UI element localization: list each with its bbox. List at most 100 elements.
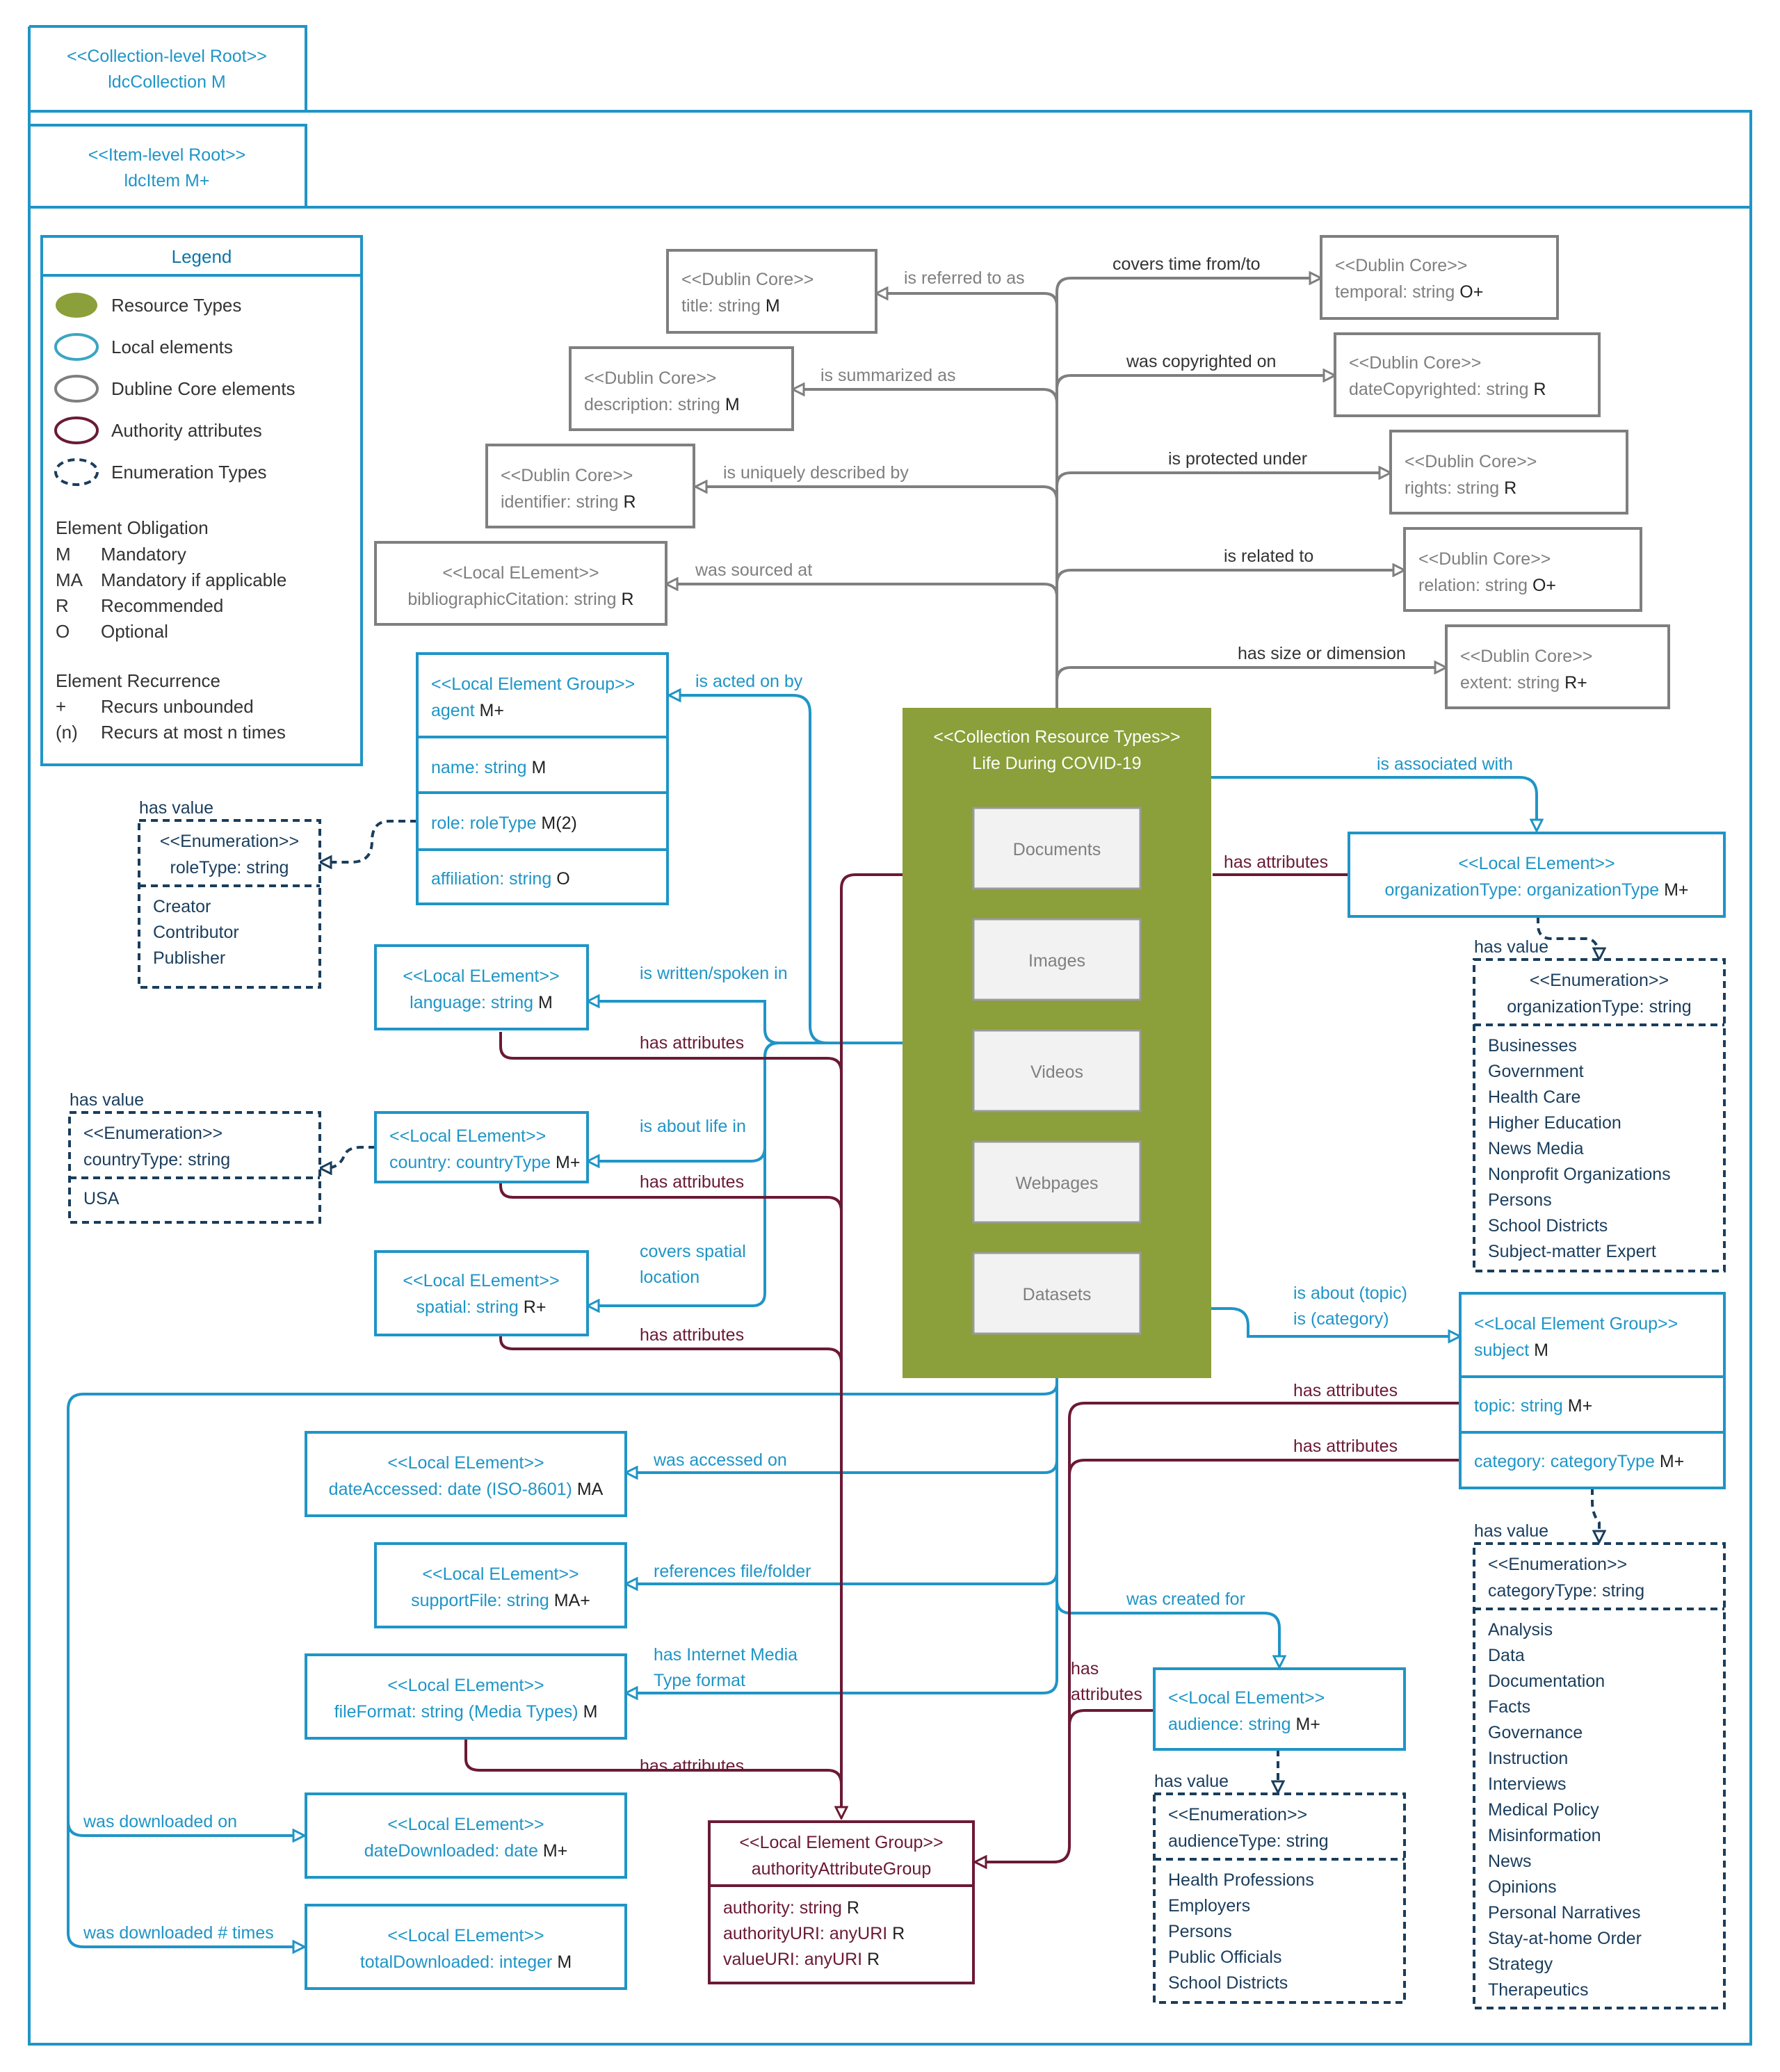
dc-ob: R	[622, 590, 634, 609]
resource-type-label: Datasets	[1023, 1285, 1092, 1304]
local-date-accessed-box: <<Local ELement>> dateAccessed: date (IS…	[305, 1431, 627, 1517]
resource-types-stereotype: <<Collection Resource Types>>	[933, 727, 1180, 747]
svg-text:topic: string M+: topic: string M+	[1474, 1396, 1592, 1416]
agent-row-ob: M	[532, 758, 547, 777]
local-stereotype: <<Local ELement>>	[1458, 854, 1615, 873]
enum-value: Health Professions	[1168, 1870, 1314, 1890]
agent-row-attr: name: string	[431, 758, 527, 777]
legend-code: M	[56, 544, 71, 565]
legend-shape-label: Authority attributes	[111, 420, 262, 441]
svg-text:authority: string R: authority: string R	[723, 1898, 859, 1918]
authority-row-ob: R	[867, 1950, 880, 1969]
dc-ob: M	[725, 395, 740, 414]
dc-title-box: <<Dublin Core>> title: string M	[666, 249, 877, 334]
enum-value: Documentation	[1488, 1672, 1605, 1691]
agent-stereotype: <<Local Element Group>>	[431, 674, 635, 694]
local-ob: M	[557, 1952, 572, 1972]
label-media-1: has Internet Media	[654, 1645, 798, 1665]
enum-value: USA	[83, 1189, 120, 1208]
label-accessed: was accessed on	[653, 1450, 787, 1470]
label-has-value: has value	[1474, 1521, 1548, 1541]
enum-value: News Media	[1488, 1139, 1584, 1158]
dc-stereotype: <<Dublin Core>>	[1349, 353, 1481, 373]
legend-title: Legend	[172, 246, 232, 267]
label-downloaded-times: was downloaded # times	[83, 1923, 274, 1943]
enum-stereotype: <<Enumeration>>	[160, 832, 299, 851]
legend-code: O	[56, 621, 70, 642]
svg-text:extent: string R+: extent: string R+	[1460, 673, 1587, 693]
label-referred: is referred to as	[904, 268, 1025, 288]
enum-value: Personal Narratives	[1488, 1903, 1641, 1923]
dc-attr: description: string	[584, 395, 720, 414]
local-file-format-box: <<Local ELement>> fileFormat: string (Me…	[305, 1653, 627, 1740]
enum-value: Governance	[1488, 1723, 1583, 1742]
dc-stereotype: <<Dublin Core>>	[1418, 549, 1551, 569]
local-attr: spatial: string	[416, 1297, 519, 1317]
svg-text:temporal: string O+: temporal: string O+	[1335, 282, 1483, 302]
enum-value: Instruction	[1488, 1749, 1568, 1768]
svg-text:title: string M: title: string M	[681, 296, 780, 316]
local-ob: M+	[543, 1841, 567, 1861]
subject-stereotype: <<Local Element Group>>	[1474, 1314, 1678, 1334]
local-audience-box: <<Local ELement>> audience: string M+	[1153, 1667, 1406, 1751]
local-attr: fileFormat: string (Media Types)	[334, 1702, 578, 1722]
legend-code-text: Mandatory if applicable	[101, 569, 286, 590]
subject-row-ob: M+	[1660, 1452, 1684, 1471]
svg-text:audience: string M+: audience: string M+	[1168, 1715, 1320, 1734]
enum-category-type: <<Enumeration>> categoryType: string Ana…	[1473, 1542, 1726, 2009]
dc-date-copyrighted-box: <<Dublin Core>> dateCopyrighted: string …	[1334, 332, 1601, 417]
enum-value: School Districts	[1168, 1973, 1288, 1993]
local-attr: language: string	[410, 993, 533, 1012]
dc-attr: rights: string	[1405, 478, 1499, 498]
subject-ob: M	[1534, 1341, 1548, 1360]
local-total-downloaded-box: <<Local ELement>> totalDownloaded: integ…	[305, 1904, 627, 1990]
relationship-labels: is referred to as is summarized as is un…	[70, 254, 1548, 1943]
enum-name: categoryType: string	[1488, 1581, 1644, 1601]
label-related: is related to	[1224, 547, 1313, 566]
subject-name: subject	[1474, 1341, 1529, 1360]
dc-stereotype: <<Dublin Core>>	[584, 369, 716, 388]
dc-stereotype: <<Dublin Core>>	[681, 270, 814, 289]
svg-text:bibliographicCitation: string: bibliographicCitation: string R	[407, 590, 633, 609]
svg-text:name: string M: name: string M	[431, 758, 546, 777]
dc-connectors	[666, 278, 1446, 709]
resource-type-box: Datasets	[972, 1252, 1142, 1335]
enum-stereotype: <<Enumeration>>	[1488, 1555, 1627, 1574]
enum-name: roleType: string	[170, 858, 289, 877]
subject-row-ob: M+	[1568, 1396, 1592, 1416]
agent-row-ob: O	[556, 869, 569, 889]
enum-value: Stay-at-home Order	[1488, 1929, 1642, 1948]
resource-type-label: Videos	[1030, 1062, 1083, 1082]
local-stereotype: <<Local ELement>>	[1168, 1688, 1325, 1708]
agent-name: agent	[431, 701, 475, 720]
legend-code-text: Optional	[101, 621, 168, 642]
legend-shape-label: Local elements	[111, 337, 233, 357]
dc-ob: O+	[1532, 576, 1556, 595]
label-downloaded-on: was downloaded on	[83, 1812, 237, 1831]
svg-text:subject M: subject M	[1474, 1341, 1548, 1360]
dc-stereotype: <<Dublin Core>>	[1405, 452, 1537, 471]
resource-type-label: Images	[1028, 951, 1085, 971]
local-ob: R+	[524, 1297, 547, 1317]
enum-value: Misinformation	[1488, 1826, 1601, 1845]
resource-type-label: Documents	[1013, 840, 1101, 859]
dc-stereotype: <<Dublin Core>>	[1335, 256, 1467, 275]
enum-organization-type: <<Enumeration>> organizationType: string…	[1473, 958, 1726, 1272]
legend-code: (n)	[56, 722, 78, 743]
collection-root: <<Collection-level Root>> ldcCollection …	[28, 25, 1752, 2046]
svg-text:language: string M: language: string M	[410, 993, 553, 1012]
label-has-attributes: has attributes	[640, 1033, 744, 1053]
resource-types-title: Life During COVID-19	[972, 754, 1141, 773]
enum-value: Public Officials	[1168, 1948, 1282, 1967]
enum-value: Higher Education	[1488, 1113, 1621, 1133]
local-attr: supportFile: string	[411, 1591, 549, 1610]
enum-value: Businesses	[1488, 1036, 1577, 1055]
enum-value: Medical Policy	[1488, 1800, 1599, 1820]
resource-type-box: Documents	[972, 807, 1142, 890]
authority-row-ob: R	[847, 1898, 859, 1918]
dc-attr: bibliographicCitation: string	[407, 590, 616, 609]
enum-value: Contributor	[153, 923, 239, 942]
label-has-attributes: has attributes	[1293, 1381, 1398, 1400]
collection-root-name: ldcCollection M	[108, 72, 226, 92]
local-stereotype: <<Local ELement>>	[387, 1815, 544, 1834]
